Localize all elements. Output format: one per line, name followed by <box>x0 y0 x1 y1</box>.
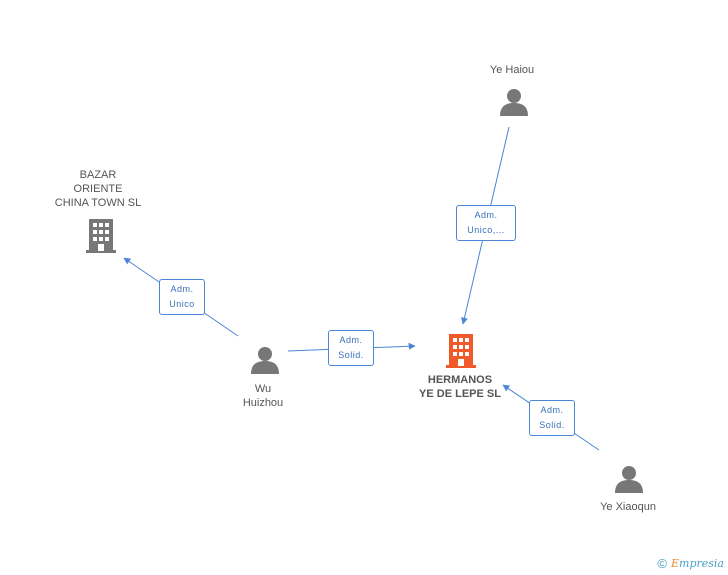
brand-logo: © Empresia <box>657 556 724 571</box>
node-label-ye-haiou[interactable]: Ye Haiou <box>489 64 535 76</box>
edge-label-yexiaoqun-hermanos[interactable]: Adm. Solid. <box>529 400 575 436</box>
person-icon[interactable] <box>251 347 279 374</box>
brand-name-initial: E <box>671 557 680 570</box>
node-label-hermanos[interactable]: HERMANOS YE DE LEPE SL <box>419 374 501 400</box>
node-label-bazar[interactable]: BAZAR ORIENTE CHINA TOWN SL <box>54 169 142 209</box>
edge-label-wu-bazar[interactable]: Adm. Unico <box>159 279 205 315</box>
edge-label-wu-hermanos[interactable]: Adm. Solid. <box>328 330 374 366</box>
node-label-ye-xiaoqun[interactable]: Ye Xiaoqun <box>600 501 656 513</box>
brand-name-rest: mpresia <box>679 557 724 570</box>
person-icon[interactable] <box>615 466 643 493</box>
copyright-symbol: © <box>657 556 667 571</box>
building-icon[interactable] <box>446 334 476 368</box>
building-icon[interactable] <box>86 219 116 253</box>
node-label-wu-huizhou[interactable]: Wu Huizhou <box>242 383 284 409</box>
brand-name: Empresia <box>671 557 724 570</box>
person-icon[interactable] <box>500 89 528 116</box>
edge-label-yehaiou-hermanos[interactable]: Adm. Unico,... <box>456 205 516 241</box>
